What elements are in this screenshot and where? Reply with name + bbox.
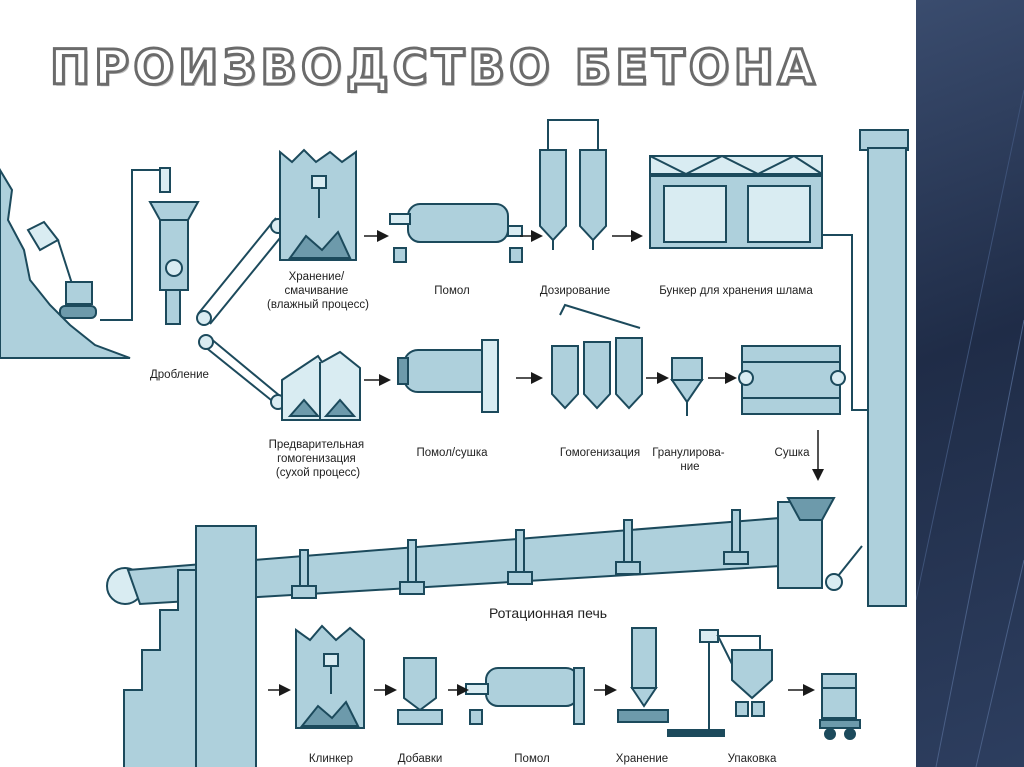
label-milling-drying: Помол/сушка — [416, 447, 488, 459]
mill-dryer-icon — [397, 339, 499, 413]
label-pre-homog-3: (сухой процесс) — [276, 467, 360, 479]
label-storage-wet-2: смачивание — [285, 285, 349, 297]
wet-storage-icon — [279, 148, 357, 261]
storage-silo-icon — [617, 627, 725, 737]
label-milling: Помол — [434, 285, 469, 297]
label-pre-homog: Предварительная гомогенизация (сухой про… — [269, 439, 368, 479]
dosing-silos-icon — [539, 119, 607, 250]
label-storage: Хранение — [616, 753, 668, 765]
slide-title: ПРОИЗВОДСТВО БЕТОНА — [49, 39, 819, 98]
label-rotary-kiln: Ротационная печь — [489, 605, 607, 621]
label-granulation-2: ние — [680, 461, 699, 473]
crusher-icon — [100, 167, 200, 325]
label-milling2: Помол — [514, 753, 549, 765]
slurry-bunker-icon — [649, 154, 823, 249]
chimney-icon — [822, 129, 909, 607]
label-granulation: Гранулирова- ние — [652, 447, 728, 473]
label-storage-wet-1: Хранение/ — [289, 271, 345, 283]
mill-icon — [389, 203, 523, 263]
quarry-excavator-icon — [0, 168, 131, 359]
label-crushing: Дробление — [150, 369, 209, 381]
label-additives: Добавки — [398, 753, 443, 765]
flow-arrows — [268, 230, 824, 696]
process-diagram: Дробление Хранение/ смачивание (влажный … — [0, 119, 909, 767]
side-decoration-lines — [916, 89, 1024, 767]
mill2-icon — [465, 667, 585, 725]
label-granulation-1: Гранулирова- — [652, 447, 725, 459]
packing-icon — [699, 629, 773, 732]
rotary-kiln-icon — [106, 497, 863, 767]
label-packing: Упаковка — [728, 753, 777, 765]
label-dosing: Дозирование — [540, 285, 610, 297]
label-clinker: Клинкер — [309, 753, 353, 765]
label-storage-wet-3: (влажный процесс) — [267, 299, 369, 311]
label-drying: Сушка — [775, 447, 811, 459]
dryer-icon — [738, 345, 846, 415]
kiln-supports — [291, 509, 749, 599]
label-slurry-bunker: Бункер для хранения шлама — [659, 285, 813, 297]
truck-icon — [819, 673, 861, 740]
homogenization-silos-icon — [551, 303, 643, 410]
label-pre-homog-1: Предварительная — [269, 439, 365, 451]
clinker-storage-icon — [295, 624, 365, 729]
side-decoration-band — [916, 0, 1024, 767]
label-pre-homog-2: гомогенизация — [277, 453, 356, 465]
granulator-icon — [670, 357, 704, 416]
dry-homogenization-icon — [281, 350, 361, 421]
label-storage-wet: Хранение/ смачивание (влажный процесс) — [267, 271, 369, 311]
conveyor-belts-icon — [196, 217, 286, 410]
label-homogenization: Гомогенизация — [560, 447, 640, 459]
additives-icon — [397, 657, 443, 725]
